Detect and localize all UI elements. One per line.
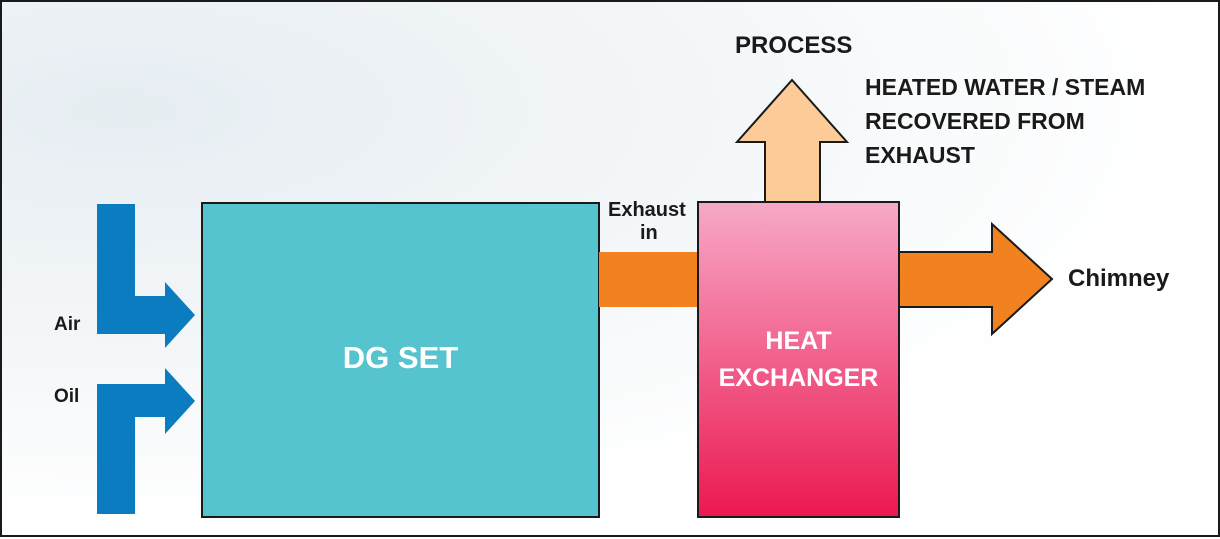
heat-exchanger-label-line2: EXCHANGER bbox=[718, 364, 879, 392]
dg-set-box bbox=[201, 202, 600, 518]
recovered-label-line1: HEATED WATER / STEAM bbox=[865, 74, 1146, 100]
heat-exchanger-box bbox=[697, 201, 900, 518]
air-label: Air bbox=[54, 314, 81, 335]
oil-label: Oil bbox=[54, 386, 80, 407]
recovered-label-line2: RECOVERED FROM bbox=[865, 108, 1085, 134]
exhaust-label-line1: Exhaust bbox=[608, 199, 686, 221]
chimney-label: Chimney bbox=[1068, 265, 1170, 292]
oil-input-arrow bbox=[97, 368, 195, 514]
exhaust-in-connector bbox=[599, 252, 698, 307]
chimney-arrow bbox=[898, 221, 1054, 337]
air-input-arrow bbox=[97, 204, 195, 348]
process-up-arrow bbox=[734, 78, 850, 203]
heat-exchanger-label-line1: HEAT bbox=[765, 327, 832, 355]
exhaust-label-line2: in bbox=[640, 222, 658, 244]
dg-set-label: DG SET bbox=[342, 340, 459, 375]
recovered-label-line3: EXHAUST bbox=[865, 142, 975, 168]
process-label: PROCESS bbox=[735, 32, 853, 59]
